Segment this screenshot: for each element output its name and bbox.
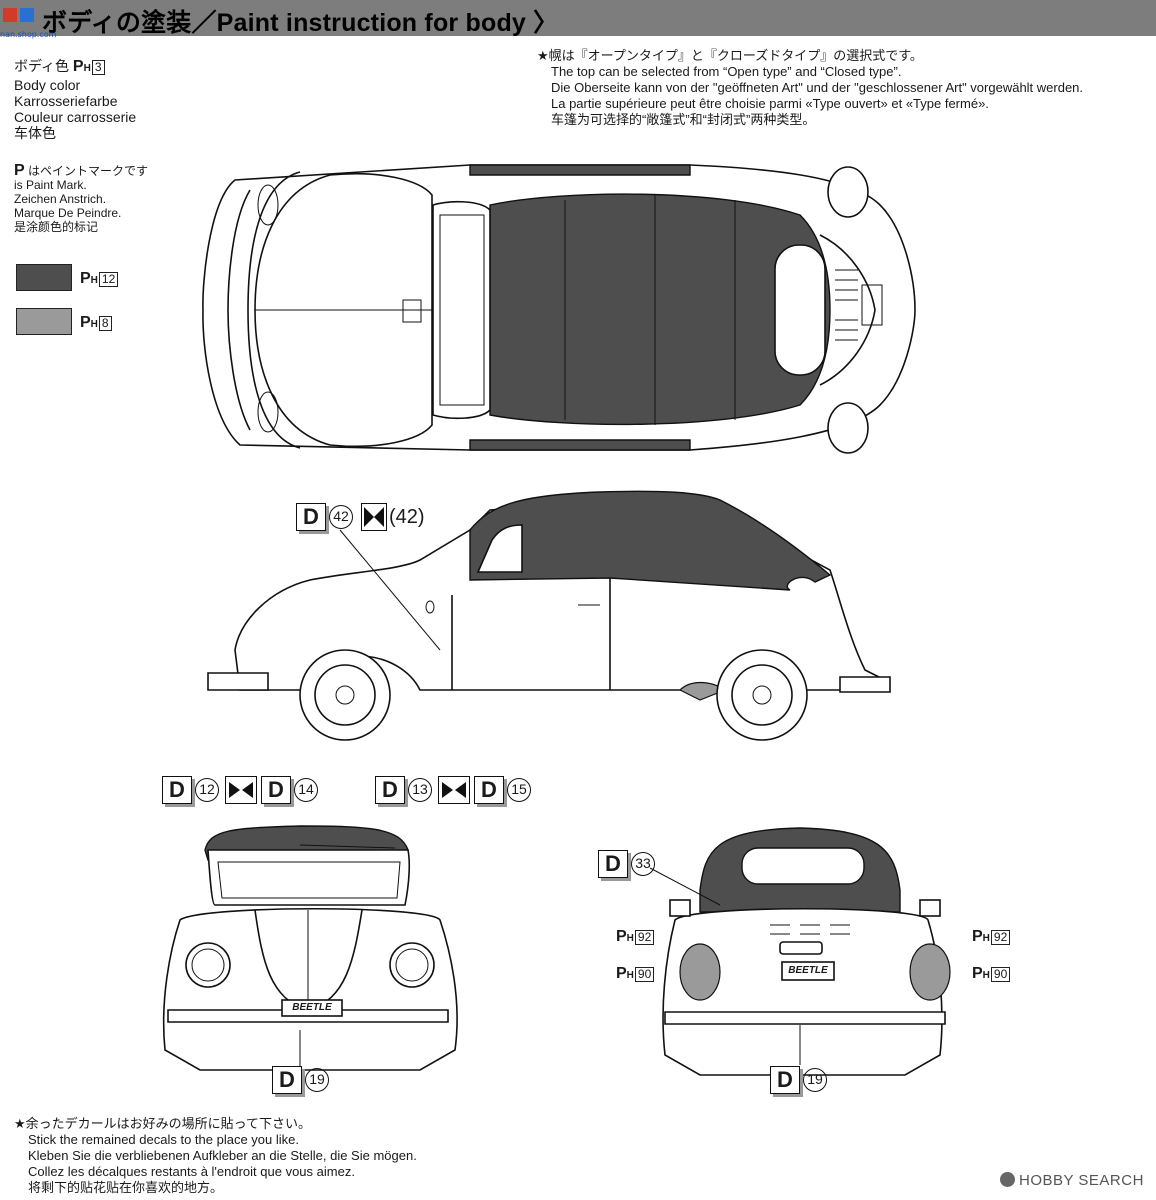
car-side-view (207, 490, 891, 741)
hobby-search-logo-icon (1000, 1172, 1015, 1187)
decal-icon: D (296, 503, 326, 531)
paint-mark-icon: P (972, 965, 983, 982)
top-note-line: ★幌は『オープンタイプ』と『クローズドタイプ』の選択式です。 (537, 48, 923, 63)
side-decal-callout: D 42 (42) (296, 502, 425, 532)
bottom-note-line: Collez les décalques restants à l'endroi… (28, 1164, 355, 1179)
top-selection-note: ★幌は『オープンタイプ』と『クローズドタイプ』の選択式です。 The top c… (537, 48, 1083, 128)
decal-number: 19 (803, 1068, 827, 1092)
paint-mark-icon: P (616, 928, 627, 945)
paint-sub: H (90, 319, 98, 330)
pm-note-line: Zeichen Anstrich. (14, 192, 107, 206)
rear-plate-decal-callout: D 19 (770, 1065, 827, 1095)
rear-top-decal-callout: D 33 (598, 849, 655, 879)
decal-number: 15 (507, 778, 531, 802)
paint-mark-icon: P (80, 270, 91, 287)
paint-sub: H (83, 63, 91, 74)
top-note-line: Die Oberseite kann von der "geöffneten A… (551, 80, 1084, 95)
top-note-line: 车篷为可选择的“敞篷式”和“封闭式”两种类型。 (551, 112, 816, 127)
decal-icon: D (375, 776, 405, 804)
top-note-line: The top can be selected from “Open type”… (551, 64, 902, 79)
paint-mark-icon: P (80, 314, 91, 331)
front-left-decal-callout: D 12 D 14 (162, 775, 318, 805)
watermark-logo-icon (3, 8, 34, 22)
car-top-view (202, 164, 916, 454)
front-plate: BEETLE (292, 1002, 332, 1013)
legend-ja-label: ボディ色 (14, 58, 70, 74)
paint-mark-icon: P (72, 58, 84, 75)
paint-mark-icon: P (14, 162, 25, 179)
paint-sub: H (626, 933, 634, 944)
paint-code: 90 (990, 967, 1011, 982)
mirror-symbol-icon (361, 503, 387, 531)
page-title: ボディの塗装／Paint instruction for body 〉 (42, 9, 559, 37)
paint-sub: H (626, 970, 634, 981)
light-gray-swatch (16, 308, 72, 335)
paint-code: 92 (990, 930, 1011, 945)
pm-note-line: Marque De Peindre. (14, 206, 122, 220)
decal-icon: D (770, 1066, 800, 1094)
bottom-note-line: ★余ったデカールはお好みの場所に貼って下さい。 (14, 1116, 312, 1131)
swap-arrows-icon (225, 776, 257, 804)
pm-note-line: is Paint Mark. (14, 178, 87, 192)
decal-icon: D (162, 776, 192, 804)
paint-sub: H (90, 275, 98, 286)
legend-line: Couleur carrosserie (14, 109, 137, 125)
decal-paren: (42) (389, 505, 425, 528)
dark-gray-swatch (16, 264, 72, 291)
decal-number: 14 (294, 778, 318, 802)
paint-sub: H (982, 933, 990, 944)
car-rear-view (649, 827, 951, 1076)
watermark-text: nan.shop.com (0, 30, 57, 39)
bottom-note-line: Kleben Sie die verbliebenen Aufkleber an… (28, 1148, 417, 1163)
swatch-code: 12 (98, 272, 119, 287)
decal-number: 13 (408, 778, 432, 802)
decal-number: 19 (305, 1068, 329, 1092)
body-color-code: 3 (91, 60, 105, 75)
rear-plate: BEETLE (788, 965, 828, 976)
decal-icon: D (261, 776, 291, 804)
bottom-note-line: Stick the remained decals to the place y… (28, 1132, 299, 1147)
legend-line: 车体色 (14, 125, 56, 141)
decal-icon: D (272, 1066, 302, 1094)
decal-number: 33 (631, 852, 655, 876)
pm-note-line: 是涂颜色的标记 (14, 220, 99, 234)
pm-note-line: はペイントマークです (28, 164, 149, 178)
decal-number-paren: 42 (395, 505, 418, 528)
pm-note-first-row: P はペイントマークです (14, 162, 149, 179)
top-note-line: La partie supérieure peut être choisie p… (551, 96, 989, 111)
front-right-decal-callout: D 13 D 15 (375, 775, 531, 805)
swatch-code: 8 (98, 316, 112, 331)
header-bar (0, 0, 1156, 36)
paint-sub: H (982, 970, 990, 981)
swap-arrows-icon (438, 776, 470, 804)
credit-watermark: HOBBY SEARCH (1000, 1172, 1144, 1189)
paint-mark-icon: P (972, 928, 983, 945)
legend-line: Body color (14, 77, 81, 93)
legend-line: Karrosseriefarbe (14, 93, 118, 109)
paint-code: 90 (634, 967, 655, 982)
paint-mark-icon: P (616, 965, 627, 982)
decal-icon: D (474, 776, 504, 804)
bottom-note-line: 将剩下的贴花贴在你喜欢的地方。 (28, 1180, 224, 1195)
decal-icon: D (598, 850, 628, 878)
remaining-decals-note: ★余ったデカールはお好みの場所に貼って下さい。 Stick the remain… (14, 1116, 417, 1196)
decal-number: 42 (329, 505, 353, 529)
paint-mark-note: P はペイントマークです is Paint Mark. Zeichen Anst… (14, 162, 149, 235)
credit-text: HOBBY SEARCH (1019, 1172, 1144, 1189)
front-plate-decal-callout: D 19 (272, 1065, 329, 1095)
paint-code: 92 (634, 930, 655, 945)
car-front-view (162, 825, 458, 1085)
decal-number: 12 (195, 778, 219, 802)
